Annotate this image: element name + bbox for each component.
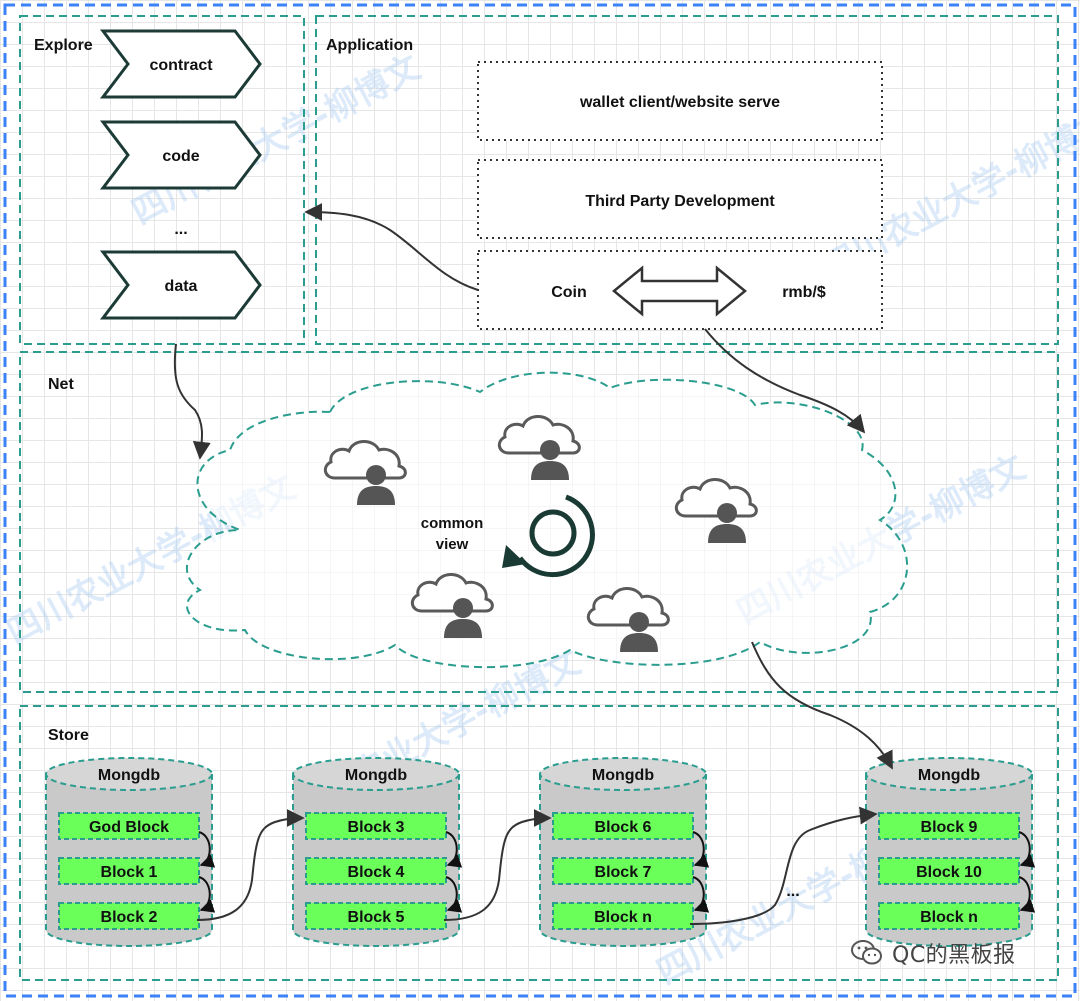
app-to-explore-arrow <box>304 203 479 291</box>
third-party-label: Third Party Development <box>585 193 775 210</box>
consensus-sync-icon <box>502 494 595 578</box>
explore-item-data: data <box>165 278 198 295</box>
mongodb-label: Mongdb <box>592 767 654 784</box>
db3-to-db4-arrow <box>689 806 878 925</box>
coin-label: Coin <box>551 284 587 301</box>
application-section <box>315 15 1059 345</box>
net-title: Net <box>48 376 74 393</box>
block-label: God Block <box>89 819 169 836</box>
block-cell <box>552 812 694 840</box>
explore-item-contract: contract <box>149 57 213 74</box>
store-title: Store <box>48 727 89 744</box>
block-cell <box>552 902 694 930</box>
block-label: Block 4 <box>348 864 405 881</box>
block-label: Block n <box>594 909 652 926</box>
block-cell <box>58 857 200 885</box>
explore-title: Explore <box>34 37 93 54</box>
consensus-label-line2: view <box>436 536 469 553</box>
store-section <box>19 705 1059 981</box>
chevron-contract: contract <box>99 29 262 99</box>
block-label: Block 5 <box>348 909 405 926</box>
wallet-box <box>477 61 883 141</box>
block-link-arrow <box>198 831 216 868</box>
block-cell <box>305 857 447 885</box>
exchange-double-arrow <box>612 265 747 317</box>
db2-to-db3-arrow <box>443 809 552 921</box>
consensus-label-line1: common <box>421 515 484 532</box>
block-link-arrow <box>198 876 216 913</box>
block-link-arrow <box>1018 876 1036 913</box>
block-cell <box>305 902 447 930</box>
block-label: Block 1 <box>101 864 158 881</box>
block-link-arrow <box>445 831 463 868</box>
mongodb-label: Mongdb <box>918 767 980 784</box>
wallet-label: wallet client/website serve <box>579 94 780 111</box>
wechat-caption: QC的黑板报 <box>850 935 1070 971</box>
block-link-arrow <box>445 876 463 913</box>
block-cell <box>552 857 694 885</box>
block-link-arrow <box>1018 831 1036 868</box>
chevron-code: code <box>99 120 262 190</box>
explore-item-code: code <box>162 148 199 165</box>
block-label: Block 9 <box>921 819 978 836</box>
third-party-box <box>477 159 883 239</box>
block-label: Block 7 <box>595 864 652 881</box>
connectors <box>173 203 893 925</box>
wechat-icon <box>851 940 882 965</box>
block-label: Block 2 <box>101 909 158 926</box>
explore-item-ellipsis: ... <box>174 221 187 238</box>
block-cell <box>878 812 1020 840</box>
mongodb-label: Mongdb <box>98 767 160 784</box>
application-title: Application <box>326 37 413 54</box>
explore-to-net-arrow <box>173 343 211 460</box>
chevron-data: data <box>99 250 262 320</box>
wechat-caption-text: QC的黑板报 <box>892 943 1016 968</box>
block-cell <box>58 902 200 930</box>
net-to-store-arrow <box>751 641 893 770</box>
block-cell <box>305 812 447 840</box>
block-label: Block 10 <box>916 864 982 881</box>
block-label: Block 3 <box>348 819 405 836</box>
outer-frame <box>3 3 1077 998</box>
block-cell <box>58 812 200 840</box>
block-link-arrow <box>692 831 710 868</box>
store-ellipsis: ... <box>786 883 799 900</box>
block-link-arrow <box>692 876 710 913</box>
fiat-label: rmb/$ <box>782 284 826 301</box>
block-label: Block n <box>920 909 978 926</box>
block-label: Block 6 <box>595 819 652 836</box>
block-cell <box>878 857 1020 885</box>
network-cloud <box>186 371 909 669</box>
explore-section <box>19 15 305 345</box>
mongodb-label: Mongdb <box>345 767 407 784</box>
db1-to-db2-arrow <box>196 809 305 921</box>
block-cell <box>878 902 1020 930</box>
app-to-net-arrow <box>704 328 866 434</box>
